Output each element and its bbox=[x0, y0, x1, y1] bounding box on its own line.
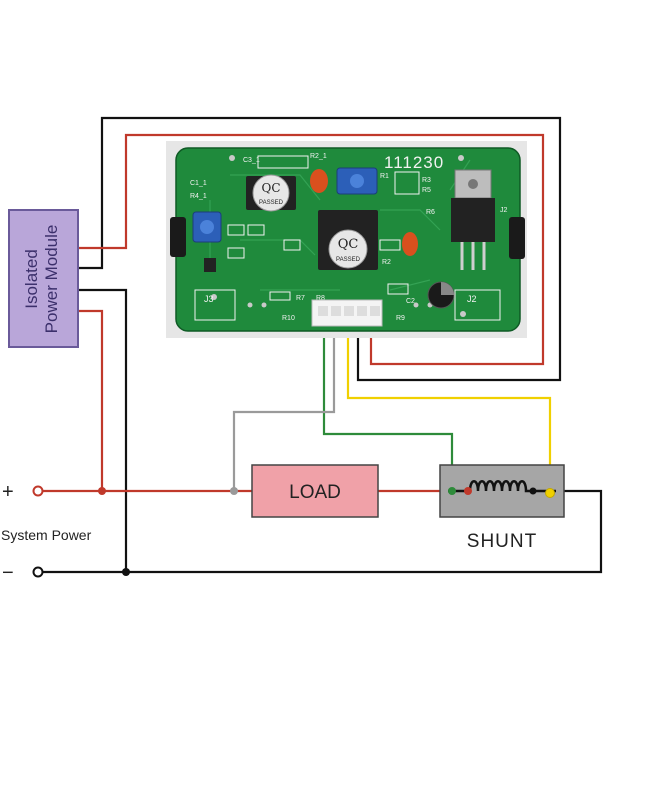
shunt-label: SHUNT bbox=[467, 531, 537, 552]
junction-dot-ground bbox=[122, 568, 130, 576]
wire-black-module-to-board bbox=[78, 116, 562, 382]
wire-yellow-sense bbox=[346, 318, 552, 493]
system-power-label: System Power bbox=[1, 527, 92, 543]
wire-green-sense bbox=[322, 318, 454, 493]
silk-r5: R5 bbox=[422, 187, 431, 194]
pcb-board: C3_1 R2_1 R3 R5 C1_1 R4_1 R1 R6 R2 R7 R8… bbox=[166, 141, 527, 338]
silk-r6: R6 bbox=[426, 209, 435, 216]
wire-red-supply-module bbox=[78, 309, 104, 491]
qc-passed-stamp-2: QC PASSED bbox=[328, 229, 368, 269]
power-module-label-line2: Power Module bbox=[42, 225, 61, 334]
wire-black-ground-module bbox=[78, 288, 128, 572]
qc-passed-stamp-1: QC PASSED bbox=[252, 174, 290, 212]
junction-dot-gray bbox=[230, 487, 238, 495]
transistor-small bbox=[204, 258, 216, 272]
silk-c1-1: C1_1 bbox=[190, 180, 207, 187]
minus-sign: − bbox=[2, 562, 14, 584]
svg-text:PASSED: PASSED bbox=[259, 200, 284, 206]
junction-dot-yellow bbox=[545, 488, 555, 498]
wire-shunt-return bbox=[42, 489, 603, 574]
shunt-block: SHUNT bbox=[439, 464, 565, 552]
power-module-label-line1: Isolated bbox=[22, 249, 41, 309]
load-label: LOAD bbox=[289, 482, 341, 503]
junction-dot-red-supply bbox=[98, 487, 106, 495]
silk-c3: C3_1 bbox=[243, 157, 260, 164]
right-mount-clip bbox=[509, 217, 525, 259]
connector-label-j3: J3 bbox=[204, 294, 214, 304]
wire-red-module-to-board bbox=[78, 133, 545, 366]
silk-r3: R3 bbox=[422, 177, 431, 184]
silk-r2-1: R2_1 bbox=[310, 153, 327, 160]
silk-j2-top: J2 bbox=[500, 207, 508, 214]
silk-r8: R8 bbox=[316, 295, 325, 302]
voltage-regulator bbox=[451, 169, 495, 270]
svg-text:QC: QC bbox=[261, 181, 280, 195]
header-connector bbox=[311, 299, 383, 327]
capacitor-orange-top bbox=[310, 169, 328, 193]
silk-r10: R10 bbox=[282, 315, 295, 322]
shunt-resistor-symbol bbox=[448, 480, 556, 493]
positive-terminal bbox=[32, 485, 44, 497]
electrolytic-capacitor bbox=[427, 281, 455, 309]
svg-text:QC: QC bbox=[338, 237, 359, 252]
connector-label-j2: J2 bbox=[467, 294, 477, 304]
silk-r2: R2 bbox=[382, 259, 391, 266]
silk-r1: R1 bbox=[380, 173, 389, 180]
left-mount-clip bbox=[170, 217, 186, 257]
junction-dot-green bbox=[448, 487, 456, 495]
negative-terminal bbox=[32, 566, 44, 578]
wire-gray-sense bbox=[232, 318, 336, 491]
plus-sign: + bbox=[2, 481, 14, 503]
isolated-power-module: Isolated Power Module bbox=[8, 209, 79, 348]
junction-dot-black-shunt bbox=[529, 487, 537, 495]
system-power-terminals: + System Power − bbox=[1, 481, 92, 584]
capacitor-orange-right bbox=[402, 232, 418, 256]
silk-c2: C2 bbox=[406, 298, 415, 305]
junction-dot-red-shunt bbox=[464, 487, 472, 495]
board-serial-number: 111230 bbox=[384, 153, 444, 172]
svg-text:PASSED: PASSED bbox=[336, 257, 361, 263]
silk-r4-1: R4_1 bbox=[190, 193, 207, 200]
silk-r9: R9 bbox=[396, 315, 405, 322]
silk-r7: R7 bbox=[296, 295, 305, 302]
load-block: LOAD bbox=[251, 464, 379, 518]
